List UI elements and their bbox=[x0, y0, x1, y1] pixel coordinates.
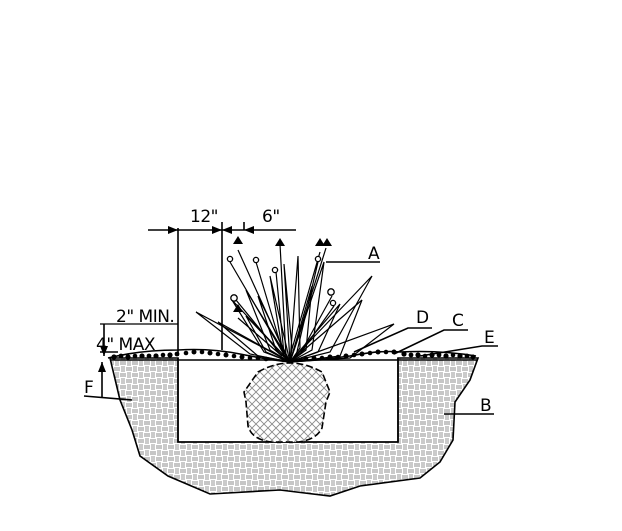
mulch-max-label: 4" MAX bbox=[96, 335, 156, 355]
mulch-depth-dimension bbox=[100, 323, 178, 356]
label-d: D bbox=[416, 308, 429, 328]
mulch-min-label: 2" MIN. bbox=[116, 307, 174, 327]
label-a: A bbox=[368, 244, 380, 264]
leaders bbox=[326, 261, 498, 415]
label-c: C bbox=[452, 311, 463, 331]
label-f: F bbox=[84, 378, 93, 398]
plant bbox=[195, 236, 395, 365]
f-depth-dimension bbox=[83, 362, 133, 401]
top-dimensions bbox=[148, 222, 296, 356]
label-b: B bbox=[480, 396, 491, 416]
label-e: E bbox=[484, 328, 494, 348]
dim-6-label: 6" bbox=[262, 207, 280, 227]
root-ball bbox=[243, 362, 331, 443]
dim-12-label: 12" bbox=[190, 207, 218, 227]
